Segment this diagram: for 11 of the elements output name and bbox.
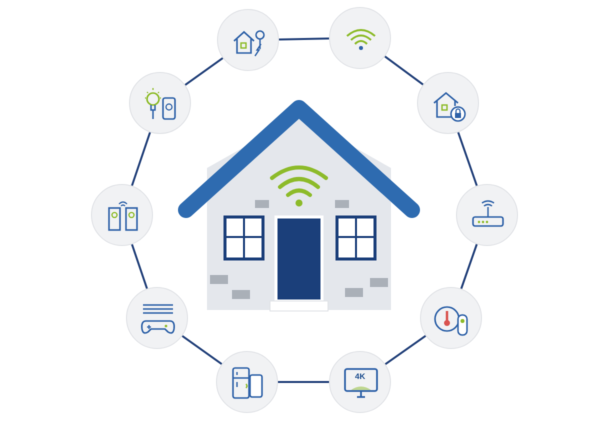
connector-line [131, 132, 151, 186]
resolution-label: 4K [355, 372, 366, 381]
connector-line [278, 381, 329, 383]
connector-line [384, 335, 426, 365]
connector-line [184, 57, 224, 86]
connector-line [131, 244, 148, 289]
connector-line [460, 244, 478, 290]
connector-line [457, 132, 478, 186]
connector-line [182, 335, 222, 365]
connector-line [384, 56, 424, 86]
connector-line [278, 38, 330, 40]
